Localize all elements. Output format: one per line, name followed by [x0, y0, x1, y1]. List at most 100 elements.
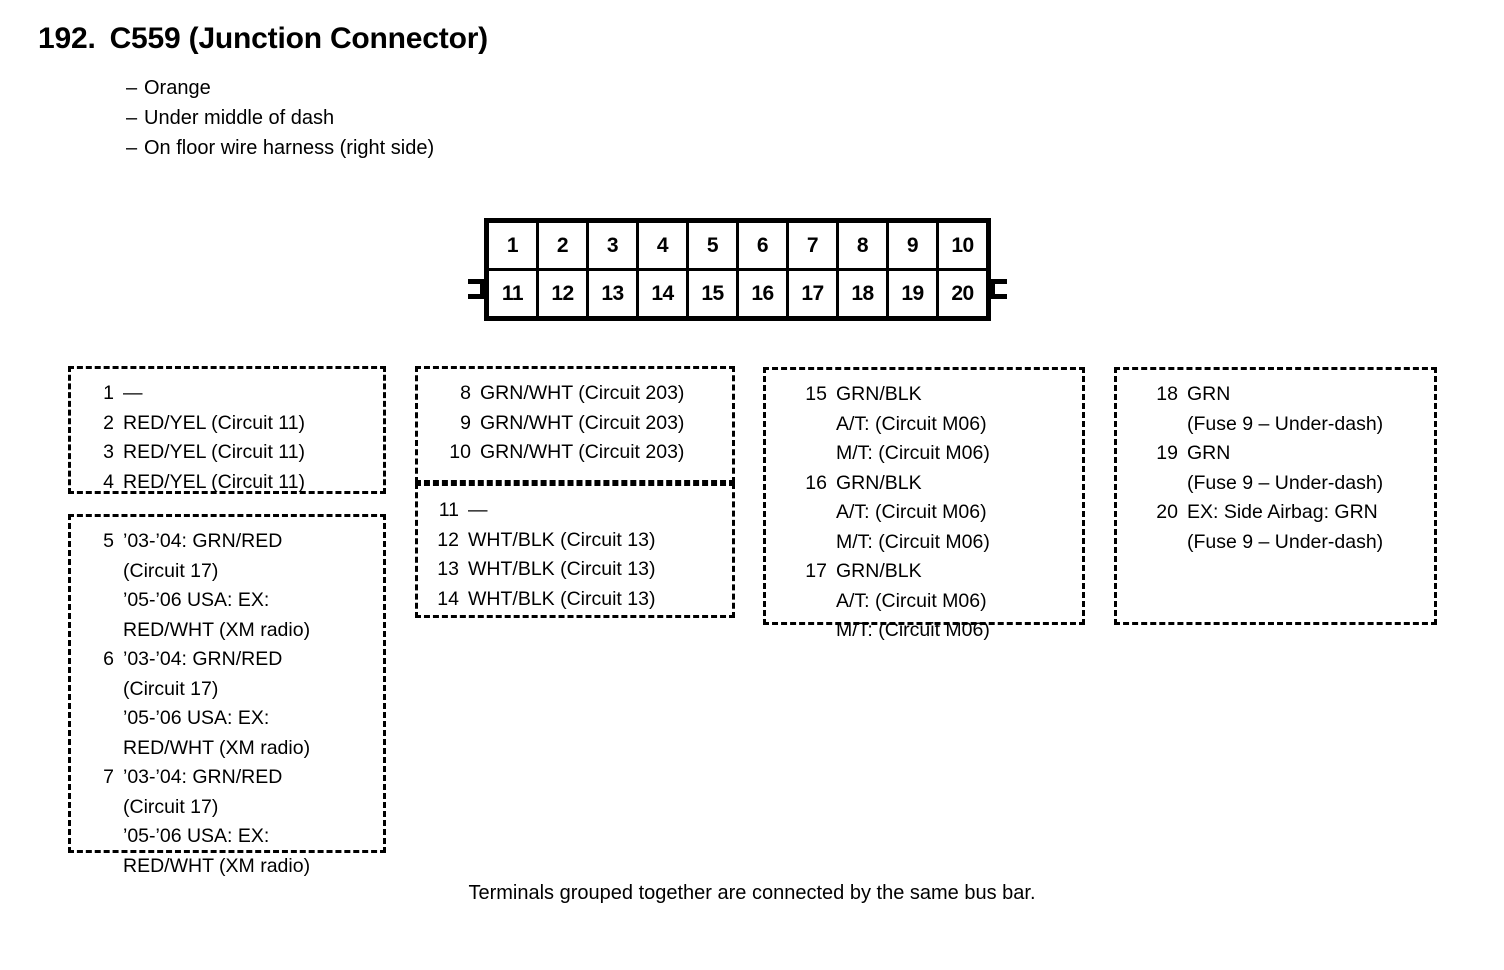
pin-description-line: GRN/WHT (Circuit 203) [480, 411, 685, 434]
pin-number: 18 [1156, 383, 1178, 405]
connector-attribute-1: –Under middle of dash [126, 103, 434, 133]
connector-pin-3[interactable]: 3 [589, 223, 636, 268]
connector-pin-2[interactable]: 2 [539, 223, 586, 268]
pin-description: RED/YEL (Circuit 11) [123, 468, 383, 498]
connector-pin-20[interactable]: 20 [939, 271, 986, 316]
pin-description-line: (Fuse 9 – Under-dash) [1187, 471, 1384, 494]
connector-pin-4[interactable]: 4 [639, 223, 686, 268]
pin-entry-5: 5’03-’04: GRN/RED(Circuit 17)’05-’06 USA… [71, 527, 383, 645]
pin-description-line: WHT/BLK (Circuit 13) [468, 558, 656, 580]
pin-number: 12 [437, 528, 459, 551]
connector-pin-13[interactable]: 13 [589, 271, 636, 316]
bus-bar-note: Terminals grouped together are connected… [468, 882, 1036, 904]
pin-description-line: A/T: (Circuit M06) [836, 412, 987, 435]
connector-pin-15[interactable]: 15 [689, 271, 736, 316]
pin-description: RED/YEL (Circuit 11) [123, 438, 383, 468]
connector-pin-18[interactable]: 18 [839, 271, 886, 316]
pin-description-line: ’05-’06 USA: EX: [123, 825, 270, 847]
pin-description: — [123, 379, 383, 409]
pin-description-line: ’05-’06 USA: EX: [123, 589, 270, 611]
pin-number: 10 [449, 441, 471, 463]
pin-description: ’03-’04: GRN/RED (Circuit 17) ’05-’06 USA:… [123, 763, 383, 881]
pin-description-line: ’05-’06 USA: EX: [123, 707, 270, 729]
pin-entry-list: 5’03-’04: GRN/RED(Circuit 17)’05-’06 USA… [71, 517, 383, 881]
pin-description-line: — [468, 499, 488, 521]
connector-pin-11[interactable]: 11 [489, 271, 536, 316]
bullet-dash-icon: – [126, 107, 138, 129]
connector-pin-9[interactable]: 9 [889, 223, 936, 268]
pin-number: 15 [805, 383, 827, 405]
pin-description-line: A/T: (Circuit M06) [836, 501, 987, 523]
connector-pin-6[interactable]: 6 [739, 223, 786, 268]
pin-description-line: GRN [1187, 383, 1231, 405]
connector-pin-17[interactable]: 17 [789, 271, 836, 316]
pin-description-line: RED/WHT (XM radio) [123, 618, 311, 641]
pin-entry-7: 7 ’03-’04: GRN/RED (Circuit 17) ’05-’06 USA… [71, 763, 383, 881]
pin-description-line: GRN/BLK [836, 471, 922, 494]
pin-entry-13: 13 WHT/BLK (Circuit 13) [418, 555, 732, 585]
pin-description-line: GRN/BLK [836, 383, 922, 405]
connector-pin-19[interactable]: 19 [889, 271, 936, 316]
pin-number: 13 [437, 558, 459, 580]
connector-locking-tab-right [991, 279, 1007, 299]
pin-number: 9 [460, 411, 471, 434]
connector-pin-12[interactable]: 12 [539, 271, 586, 316]
connector-pin-14[interactable]: 14 [639, 271, 686, 316]
pin-description-line: ’03-’04: GRN/RED [123, 766, 283, 788]
pin-description: GRN/BLK A/T: (Circuit M06) M/T: (Circuit M… [836, 380, 1082, 469]
connector-pin-1[interactable]: 1 [489, 223, 536, 268]
pin-description-line: RED/YEL (Circuit 11) [123, 411, 306, 434]
pin-description: WHT/BLK (Circuit 13) [468, 585, 732, 615]
pin-description-line: ’03-’04: GRN/RED [123, 648, 283, 670]
pin-number: 1 [103, 382, 114, 404]
pin-description-line: (Circuit 17) [123, 559, 219, 582]
pin-description-line: RED/WHT (XM radio) [123, 854, 311, 877]
pin-description-line: M/T: (Circuit M06) [836, 442, 990, 464]
connector-pin-16[interactable]: 16 [739, 271, 786, 316]
pin-description-line: WHT/BLK (Circuit 13) [468, 528, 656, 551]
pin-entry-11: 11 — [418, 496, 732, 526]
pin-description-line: GRN/BLK [836, 560, 922, 582]
connector-pin-10[interactable]: 10 [939, 223, 986, 268]
connector-attribute-label: Orange [144, 77, 211, 99]
pin-number: 7 [103, 766, 114, 788]
pin-description-line: — [123, 382, 143, 404]
pin-number: 19 [1156, 442, 1178, 464]
connector-pin-5[interactable]: 5 [689, 223, 736, 268]
pin-number: 4 [103, 470, 114, 493]
pin-description: GRN(Fuse 9 – Under-dash) [1187, 380, 1434, 439]
pin-entry-6: 6 ’03-’04: GRN/RED(Circuit 17)’05-’06 USA… [71, 645, 383, 763]
pin-description-line: GRN/WHT (Circuit 203) [480, 441, 685, 463]
pin-number: 3 [103, 441, 114, 463]
pin-number: 11 [438, 499, 459, 521]
connector-pin-8[interactable]: 8 [839, 223, 886, 268]
pin-description-line: WHT/BLK (Circuit 13) [468, 587, 656, 610]
pin-entry-1: 1— [71, 379, 383, 409]
pin-description-line: EX: Side Airbag: GRN [1187, 501, 1378, 523]
pin-entry-18: 18 GRN(Fuse 9 – Under-dash) [1117, 380, 1434, 439]
pin-description: ’03-’04: GRN/RED(Circuit 17)’05-’06 USA:… [123, 645, 383, 763]
pin-description: EX: Side Airbag: GRN(Fuse 9 – Under-dash… [1187, 498, 1434, 557]
page-title-text: C559 (Junction Connector) [109, 22, 489, 55]
pin-description: ’03-’04: GRN/RED(Circuit 17)’05-’06 USA:… [123, 527, 383, 645]
pin-description-line: (Circuit 17) [123, 795, 219, 818]
pin-number: 6 [103, 648, 114, 670]
pin-description: — [468, 496, 732, 526]
connector-pin-7[interactable]: 7 [789, 223, 836, 268]
connector-attribute-label: Under middle of dash [144, 107, 335, 129]
